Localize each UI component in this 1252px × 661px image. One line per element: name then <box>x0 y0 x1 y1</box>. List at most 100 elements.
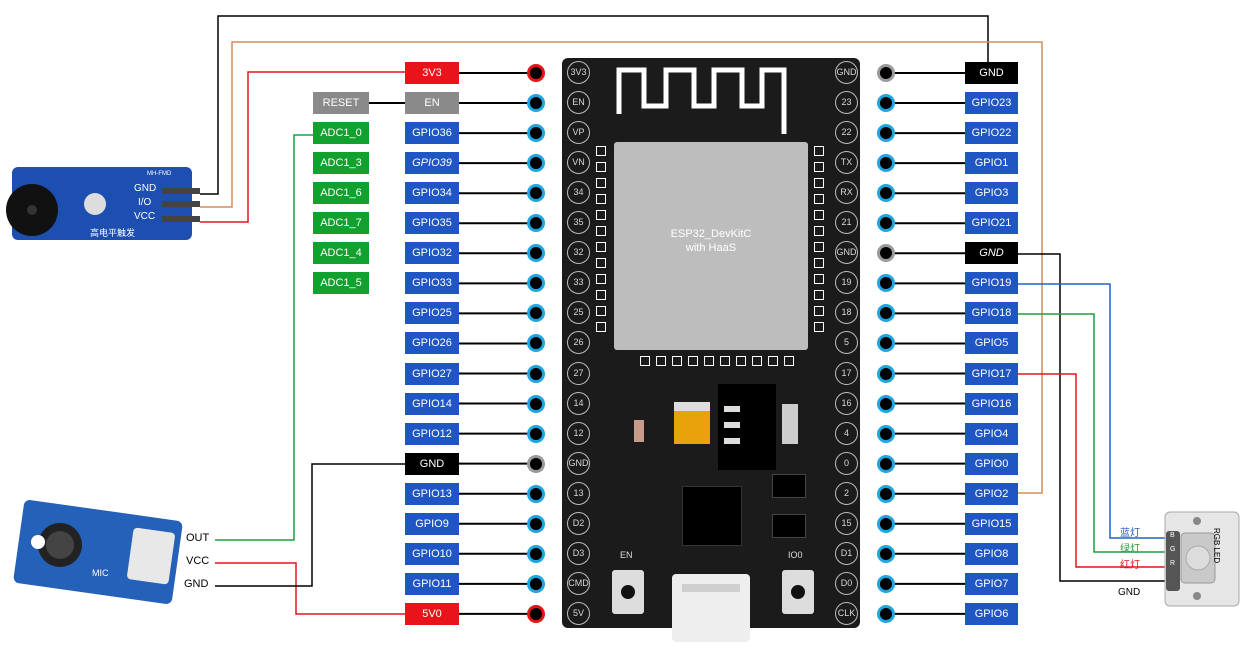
board-pin: EN <box>567 91 590 115</box>
module-castellation <box>814 162 824 172</box>
module-castellation <box>720 356 730 366</box>
right-header-pad <box>877 544 895 563</box>
left-pin-label: GPIO27 <box>405 362 459 385</box>
smd-chip <box>782 404 798 444</box>
transistor <box>772 474 806 498</box>
right-pin-label: GPIO1 <box>965 152 1018 175</box>
wifi-antenna-trace <box>616 67 787 134</box>
smd-resistor <box>724 438 740 444</box>
left-pin-label: GPIO12 <box>405 422 459 445</box>
buzzer-caption: 高电平触发 <box>90 228 136 238</box>
right-pin-label: GPIO16 <box>965 392 1018 415</box>
left-header-pad <box>527 184 545 203</box>
left-pin-label: GPIO26 <box>405 332 459 355</box>
right-header-pad <box>877 94 895 113</box>
module-castellation <box>596 146 606 156</box>
left-header-pad <box>527 574 545 593</box>
board-pin: 0 <box>835 451 858 475</box>
wire-mic-gnd <box>215 463 405 587</box>
wire-buzzer-vcc <box>200 71 405 223</box>
right-header-pad <box>877 364 895 383</box>
left-pin-label: 5V0 <box>405 602 459 625</box>
board-pin: 25 <box>567 301 590 325</box>
left-header-pad <box>527 304 545 323</box>
left-pin-label: GPIO36 <box>405 122 459 145</box>
board-pin: 15 <box>835 511 858 535</box>
module-castellation <box>768 356 778 366</box>
module-castellation <box>814 306 824 316</box>
module-castellation <box>814 258 824 268</box>
tantalum-capacitor <box>674 402 710 444</box>
board-pin: CMD <box>567 571 590 595</box>
left-header-pad <box>527 604 545 623</box>
module-castellation <box>688 356 698 366</box>
board-pin: GND <box>835 61 858 84</box>
buzzer-pin-vcc: VCC <box>134 211 156 222</box>
right-pin-label: GPIO0 <box>965 452 1018 475</box>
mic-caption: MIC <box>92 568 109 578</box>
module-castellation <box>814 146 824 156</box>
board-pin: GND <box>567 451 590 475</box>
left-header-pad <box>527 64 545 82</box>
right-pin-label: GPIO8 <box>965 542 1018 565</box>
right-header-pad <box>877 184 895 203</box>
adc-label: ADC1_5 <box>313 272 369 295</box>
right-header-pad <box>877 394 895 413</box>
left-header-pad <box>527 274 545 293</box>
buzzer-module <box>6 167 200 240</box>
right-header-pad <box>877 274 895 293</box>
left-header-pad <box>527 94 545 113</box>
wire-rgb-green <box>1017 313 1172 553</box>
board-pin: 32 <box>567 241 590 265</box>
board-pin: 3V3 <box>567 61 590 84</box>
rgb-led-module <box>1164 511 1240 607</box>
usb-port[interactable] <box>672 574 750 642</box>
right-header-pad <box>877 214 895 233</box>
board-pin: D1 <box>835 541 858 565</box>
left-header-pad <box>527 424 545 443</box>
left-header-pad <box>527 484 545 503</box>
board-pin: 19 <box>835 271 858 295</box>
module-subtitle: with HaaS <box>685 242 737 254</box>
left-pin-label: GPIO9 <box>405 512 459 535</box>
module-castellation <box>814 322 824 332</box>
left-pin-label: GPIO34 <box>405 182 459 205</box>
right-pin-label: GPIO18 <box>965 302 1018 325</box>
adc-label: ADC1_7 <box>313 212 369 235</box>
left-header-pad <box>527 544 545 563</box>
en-button[interactable] <box>612 570 644 614</box>
module-castellation <box>672 356 682 366</box>
adc-label: ADC1_6 <box>313 182 369 205</box>
rgb-gnd-label: GND <box>1118 587 1141 598</box>
module-castellation <box>596 242 606 252</box>
smd-resistor <box>724 422 740 428</box>
io0-button-label: IO0 <box>788 550 803 560</box>
module-castellation <box>596 322 606 332</box>
board-pin: 27 <box>567 361 590 385</box>
right-pin-label: GPIO6 <box>965 602 1018 625</box>
right-header-pad <box>877 604 895 623</box>
board-pin: 13 <box>567 481 590 505</box>
right-pin-label: GPIO23 <box>965 92 1018 115</box>
module-castellation <box>596 210 606 220</box>
left-pin-label: GPIO25 <box>405 302 459 325</box>
right-header-pad <box>877 454 895 473</box>
module-title: ESP32_DevKitC <box>670 228 752 240</box>
right-pin-label: GPIO2 <box>965 482 1018 505</box>
left-header-pad <box>527 154 545 173</box>
io0-button[interactable] <box>782 570 814 614</box>
board-pin: 23 <box>835 91 858 115</box>
left-pin-label: GPIO13 <box>405 482 459 505</box>
module-castellation <box>814 226 824 236</box>
board-pin: 14 <box>567 391 590 415</box>
board-pin: 5V <box>567 601 590 625</box>
module-castellation <box>752 356 762 366</box>
buzzer-pin-io: I/O <box>138 197 152 208</box>
left-header-pad <box>527 394 545 413</box>
mic-pin-gnd: GND <box>184 578 209 590</box>
left-pin-label: 3V3 <box>405 62 459 84</box>
right-pin-label: GPIO3 <box>965 182 1018 205</box>
module-castellation <box>596 290 606 300</box>
